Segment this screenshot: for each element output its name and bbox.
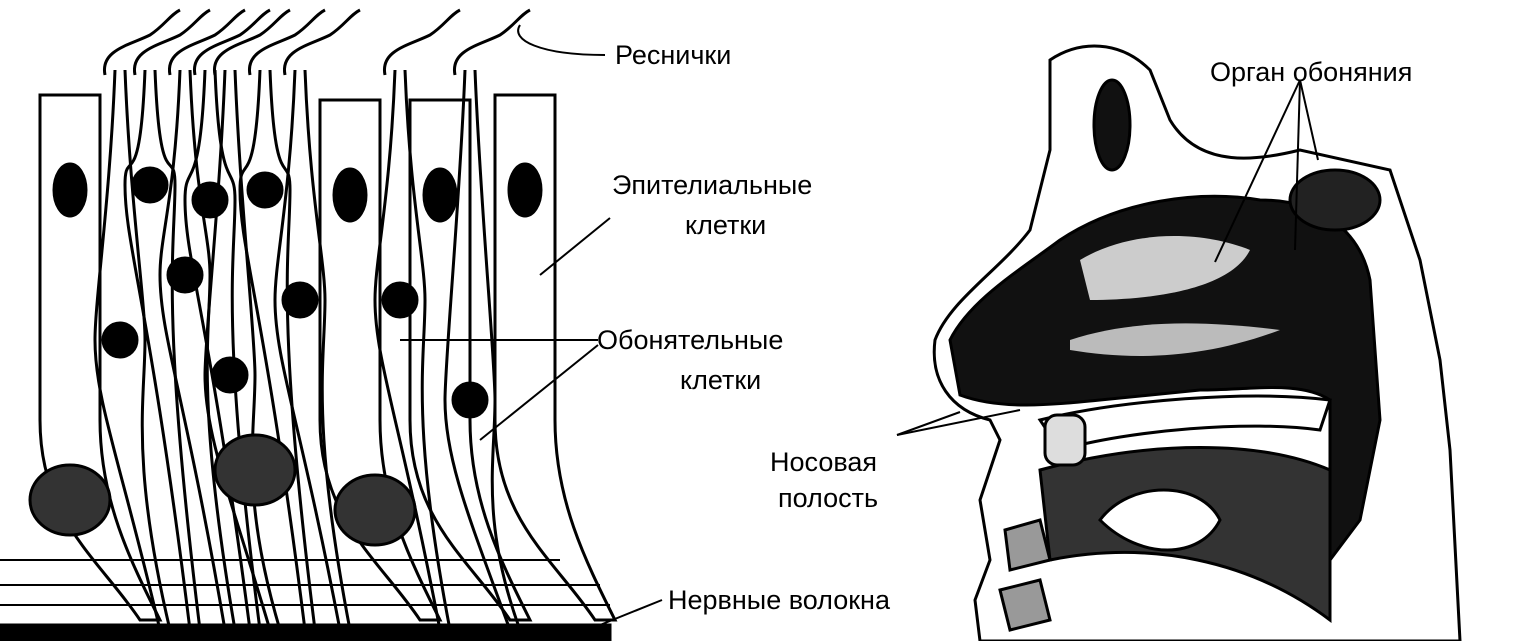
olfactory-cell (123, 69, 202, 631)
olfactory-cell (443, 69, 522, 631)
cilium (383, 8, 461, 76)
cilium (193, 8, 271, 76)
label-nasal-line2: полость (778, 483, 879, 513)
epithelial-cell (318, 98, 443, 622)
cilium (248, 8, 326, 76)
label-cilia: Реснички (615, 40, 732, 70)
label-nasal-line1: Носовая (770, 447, 878, 477)
olfactory-epithelium (0, 8, 618, 641)
label-nerve-fibers: Нервные волокна (668, 585, 890, 615)
cell-nucleus (246, 171, 284, 209)
cell-nucleus (381, 281, 419, 319)
cell-nucleus (451, 381, 489, 419)
cell-nucleus (211, 356, 249, 394)
epithelial-cell (408, 98, 533, 622)
cilium (133, 8, 211, 76)
cell-nucleus (52, 162, 88, 218)
basal-cell (333, 473, 417, 547)
basal-cell (28, 463, 112, 537)
head-section (932, 44, 1462, 641)
cell-nucleus (332, 167, 368, 223)
nerve-fiber-bundle (0, 623, 612, 641)
olfactory-cell (273, 69, 352, 631)
olfactory-cell (203, 69, 282, 631)
olfactory-cell (373, 69, 452, 631)
cell-nucleus (101, 321, 139, 359)
label-olfactory-organ: Орган обоняния (1210, 57, 1413, 87)
cell-nucleus (191, 181, 229, 219)
basal-cell (213, 433, 297, 507)
cilium (213, 8, 291, 76)
label-olfactory-line1: Обонятельные (597, 325, 784, 355)
label-epithelial-line1: Эпителиальные (612, 170, 813, 200)
olfactory-cell (238, 69, 317, 631)
cell-nucleus (422, 167, 458, 223)
epithelial-cell (493, 93, 618, 622)
label-epithelial-line2: клетки (685, 210, 767, 240)
cilium (103, 8, 181, 76)
cilium (283, 8, 361, 76)
olfactory-cell (183, 69, 262, 631)
cell-nucleus (131, 166, 169, 204)
leader-lines (400, 24, 1319, 626)
label-olfactory-line2: клетки (680, 365, 762, 395)
cilium (168, 8, 246, 76)
cell-nucleus (281, 281, 319, 319)
cell-nucleus (507, 162, 543, 218)
cilium (453, 8, 531, 76)
